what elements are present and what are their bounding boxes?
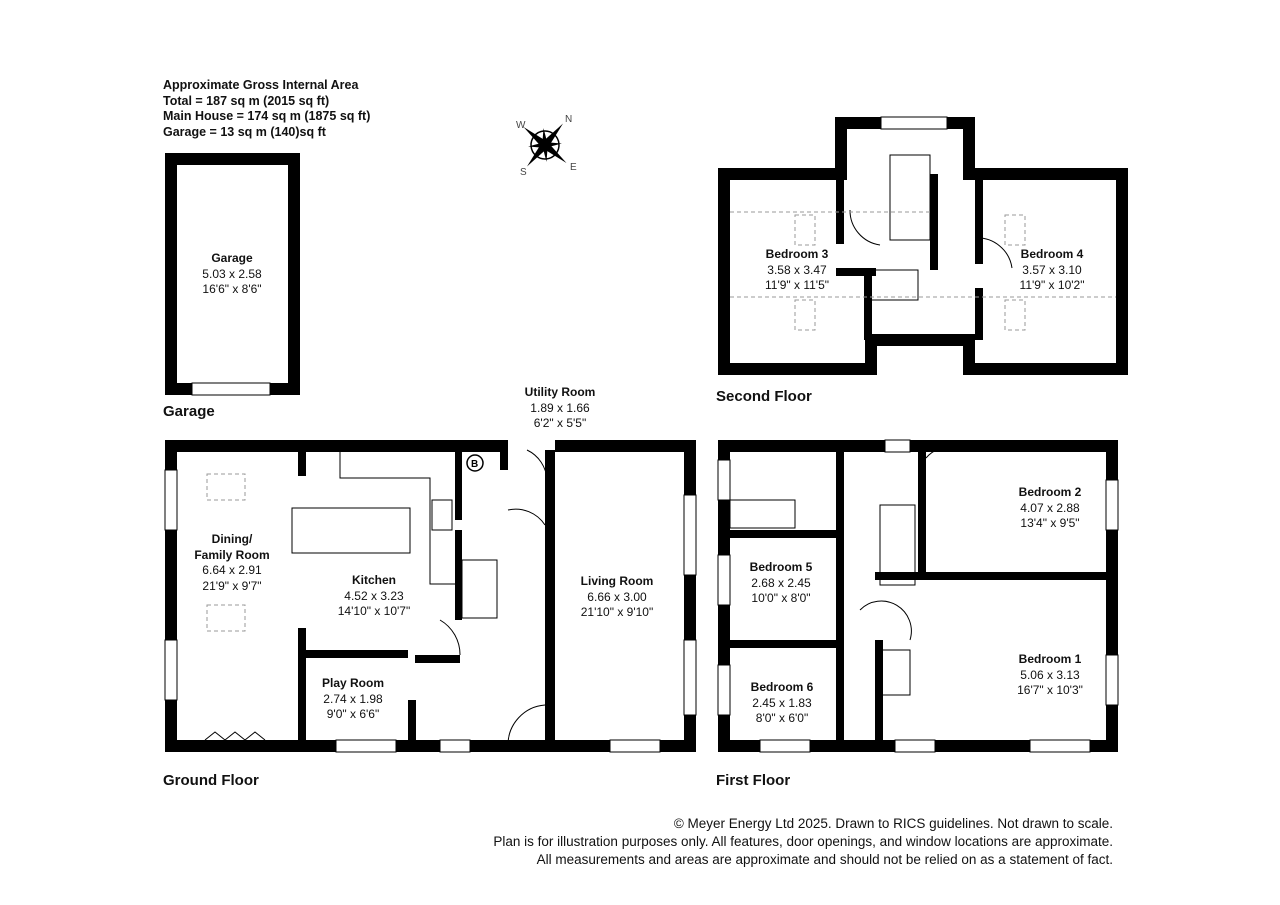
room-imperial: 11'9" x 10'2" <box>1019 278 1085 292</box>
floor-label-garage: Garage <box>163 403 215 420</box>
room-metric: 6.66 x 3.00 <box>587 589 647 604</box>
second-stairs <box>889 154 931 241</box>
first-stairs <box>879 504 916 586</box>
disclaimer: © Meyer Energy Ltd 2025. Drawn to RICS g… <box>493 815 1113 869</box>
room-name: Bedroom 2 <box>1018 485 1082 499</box>
room-name-2: Family Room <box>194 547 270 562</box>
compass-icon <box>523 123 567 167</box>
room-imperial: 6'2" x 5'5" <box>533 416 587 430</box>
room-name: Dining/ <box>211 532 253 546</box>
hob <box>431 499 453 531</box>
room-name: Bedroom 6 <box>750 680 814 694</box>
room-metric: 6.64 x 2.91 <box>202 563 262 577</box>
bath-second <box>869 269 919 301</box>
room-metric: 3.57 x 3.10 <box>1022 262 1082 277</box>
room-imperial: 13'4" x 9'5" <box>1020 516 1080 530</box>
compass-e: E <box>570 162 577 173</box>
room-imperial: 11'9" x 11'5" <box>764 278 830 292</box>
room-name: Garage <box>211 251 253 265</box>
room-imperial: 16'6" x 8'6" <box>202 282 262 296</box>
floor-label-ground: Ground Floor <box>163 772 259 789</box>
room-imperial: 21'9" x 9'7" <box>202 578 262 593</box>
second-floor-walls <box>718 117 1128 375</box>
floor-label-second: Second Floor <box>716 388 812 405</box>
room-name: Utility Room <box>524 385 596 399</box>
room-metric: 2.45 x 1.83 <box>752 695 812 710</box>
bath-first-2 <box>879 649 911 696</box>
ground-stairs <box>461 559 498 619</box>
area-title: Approximate Gross Internal Area <box>163 78 359 92</box>
room-metric: 4.52 x 3.23 <box>344 588 404 603</box>
room-imperial: 21'10" x 9'10" <box>580 605 654 619</box>
compass-n: N <box>565 114 572 125</box>
compass-s: S <box>520 167 527 178</box>
room-metric: 2.74 x 1.98 <box>323 691 383 706</box>
room-metric: 2.68 x 2.45 <box>751 575 811 590</box>
room-imperial: 8'0" x 6'0" <box>755 711 809 725</box>
room-name: Bedroom 4 <box>1020 247 1084 261</box>
boiler-label: B <box>471 459 478 470</box>
room-name: Play Room <box>321 676 385 690</box>
room-imperial: 14'10" x 10'7" <box>337 604 411 618</box>
room-metric: 3.58 x 3.47 <box>767 262 827 277</box>
room-name: Bedroom 3 <box>765 247 829 261</box>
area-main-house: Main House = 174 sq m (1875 sq ft) <box>163 109 371 123</box>
room-imperial: 9'0" x 6'6" <box>326 707 380 721</box>
disclaimer-line-1: © Meyer Energy Ltd 2025. Drawn to RICS g… <box>673 816 1113 831</box>
compass-w: W <box>516 120 526 131</box>
room-metric: 5.06 x 3.13 <box>1020 667 1080 682</box>
room-name: Bedroom 5 <box>749 560 813 574</box>
ground-floor-walls <box>165 440 696 752</box>
room-metric: 4.07 x 2.88 <box>1020 500 1080 515</box>
disclaimer-line-2: Plan is for illustration purposes only. … <box>493 834 1113 849</box>
room-imperial: 16'7" x 10'3" <box>1017 683 1083 697</box>
area-total: Total = 187 sq m (2015 sq ft) <box>163 93 330 108</box>
floor-label-first: First Floor <box>716 772 791 789</box>
area-garage: Garage = 13 sq m (140)sq ft <box>163 124 326 139</box>
room-name: Living Room <box>580 574 654 588</box>
area-summary: Approximate Gross Internal Area Total = … <box>163 78 370 140</box>
room-metric: 1.89 x 1.66 <box>530 400 590 415</box>
room-imperial: 10'0" x 8'0" <box>751 591 811 605</box>
room-name: Bedroom 1 <box>1018 652 1082 666</box>
bath-first-1 <box>729 499 796 529</box>
room-name: Kitchen <box>351 573 396 587</box>
disclaimer-line-3: All measurements and areas are approxima… <box>536 852 1113 867</box>
room-metric: 5.03 x 2.58 <box>202 266 262 281</box>
kitchen-island <box>291 507 411 554</box>
